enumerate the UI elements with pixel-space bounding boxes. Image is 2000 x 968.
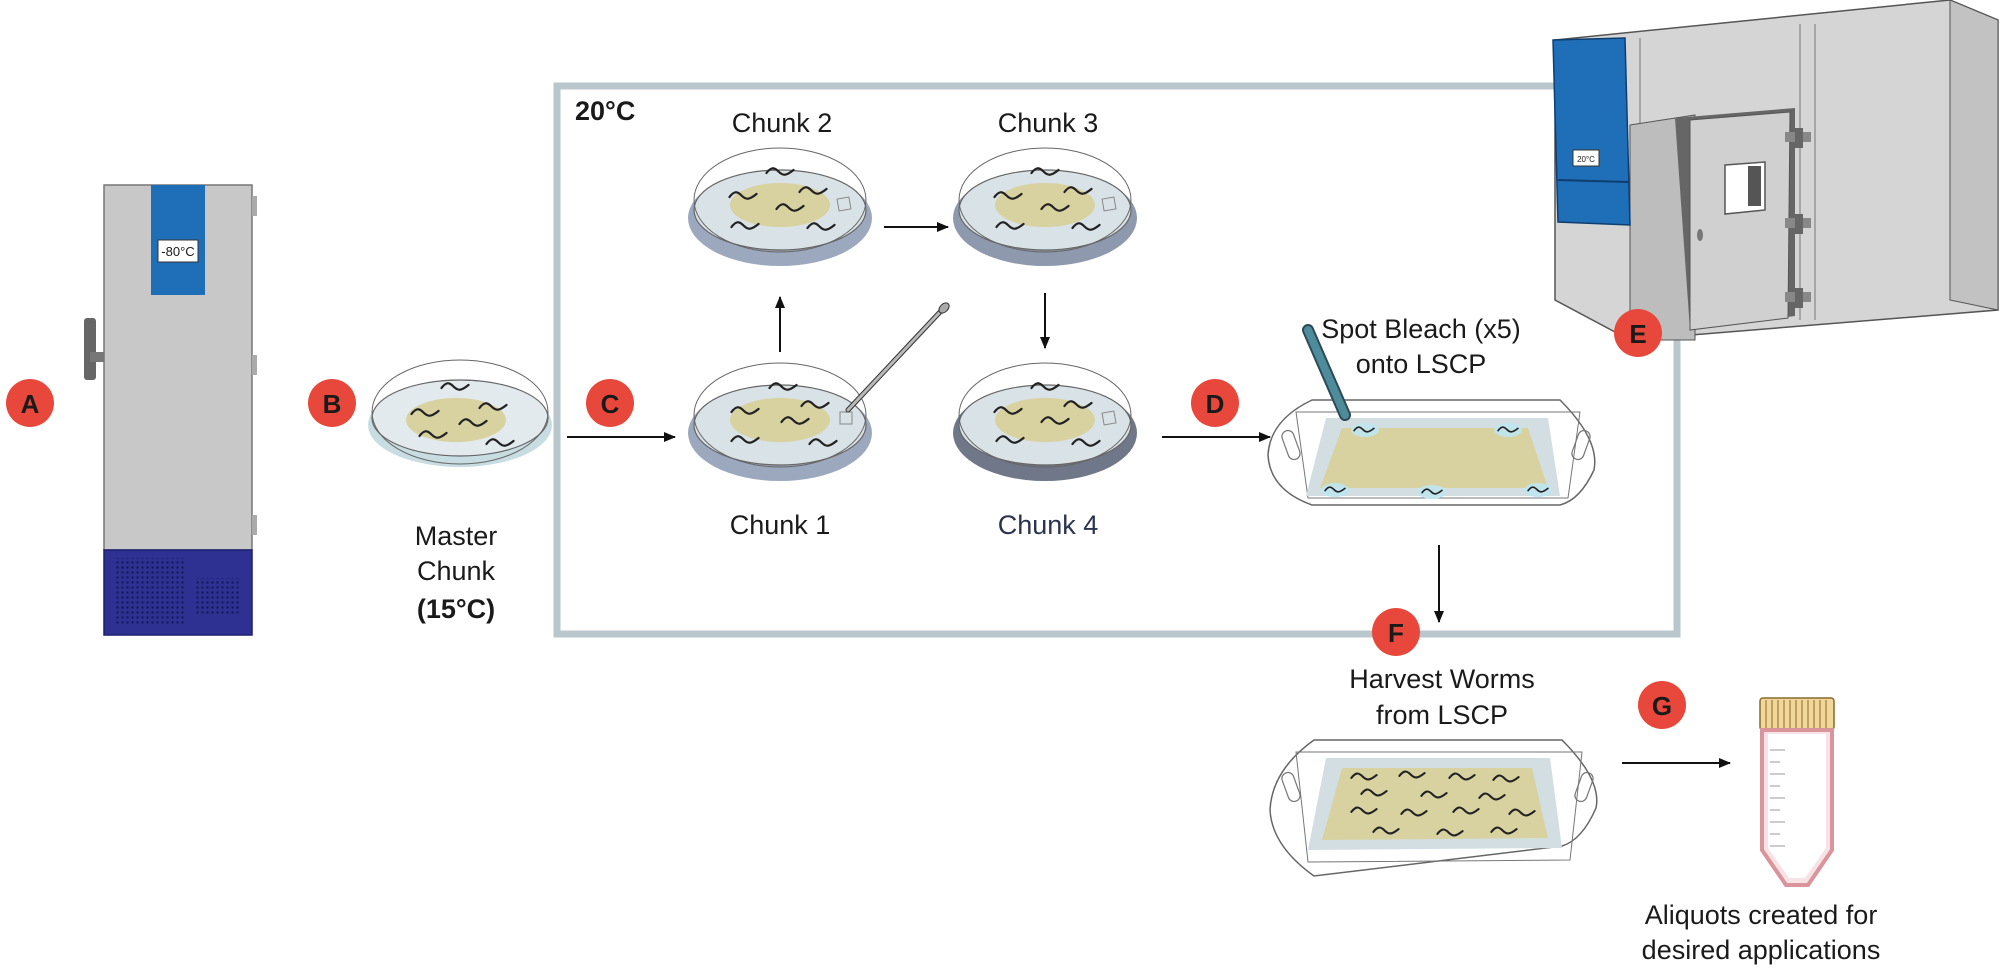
step-b-letter: B	[323, 389, 342, 419]
step-e-badge: E	[1614, 309, 1662, 357]
step-g-badge: G	[1638, 681, 1686, 729]
step-c-badge: C	[586, 379, 634, 427]
bleach-label-line2: onto LSCP	[1356, 349, 1487, 379]
step-a-badge: A	[6, 379, 54, 427]
bleach-label-line1: Spot Bleach (x5)	[1321, 314, 1521, 344]
conical-tube-icon	[1759, 697, 1835, 887]
master-label-line3: (15°C)	[417, 594, 495, 624]
ultra-low-freezer: -80°C	[84, 184, 257, 636]
chunk-3-plate	[953, 147, 1137, 266]
step-e-letter: E	[1629, 319, 1646, 349]
chunk-3-label: Chunk 3	[998, 108, 1099, 138]
incubator-temp-label: 20°C	[1577, 155, 1595, 164]
chunk-2-plate	[688, 147, 872, 266]
master-chunk-plate	[368, 359, 552, 467]
incubation-zone-frame	[553, 82, 1681, 638]
lscp-tray-bleach	[1267, 399, 1596, 506]
aliquots-label-line1: Aliquots created for	[1645, 900, 1878, 930]
chunk-2-label: Chunk 2	[732, 108, 833, 138]
harvest-label-line2: from LSCP	[1376, 700, 1508, 730]
spatula-icon	[845, 302, 950, 413]
step-f-letter: F	[1388, 618, 1404, 648]
harvest-label-line1: Harvest Worms	[1349, 664, 1535, 694]
lscp-tray-harvest	[1269, 739, 1598, 877]
chunk-1-plate	[688, 362, 872, 481]
step-g-letter: G	[1652, 691, 1672, 721]
step-f-badge: F	[1372, 608, 1420, 656]
step-a-letter: A	[21, 389, 40, 419]
walk-in-incubator: 20°C	[1552, 0, 1999, 341]
step-c-letter: C	[601, 389, 620, 419]
freezer-temp-label: -80°C	[161, 244, 194, 259]
step-d-badge: D	[1191, 379, 1239, 427]
chunk-4-plate	[953, 362, 1137, 481]
chunk-1-label: Chunk 1	[730, 510, 831, 540]
aliquots-label-line2: desired applications	[1642, 935, 1881, 965]
master-label-line1: Master	[415, 521, 498, 551]
chunk-4-label: Chunk 4	[998, 510, 1099, 540]
pipette-icon	[1302, 324, 1351, 421]
master-label-line2: Chunk	[417, 556, 496, 586]
zone-temp-label: 20°C	[575, 96, 635, 126]
step-b-badge: B	[308, 379, 356, 427]
step-d-letter: D	[1206, 389, 1225, 419]
